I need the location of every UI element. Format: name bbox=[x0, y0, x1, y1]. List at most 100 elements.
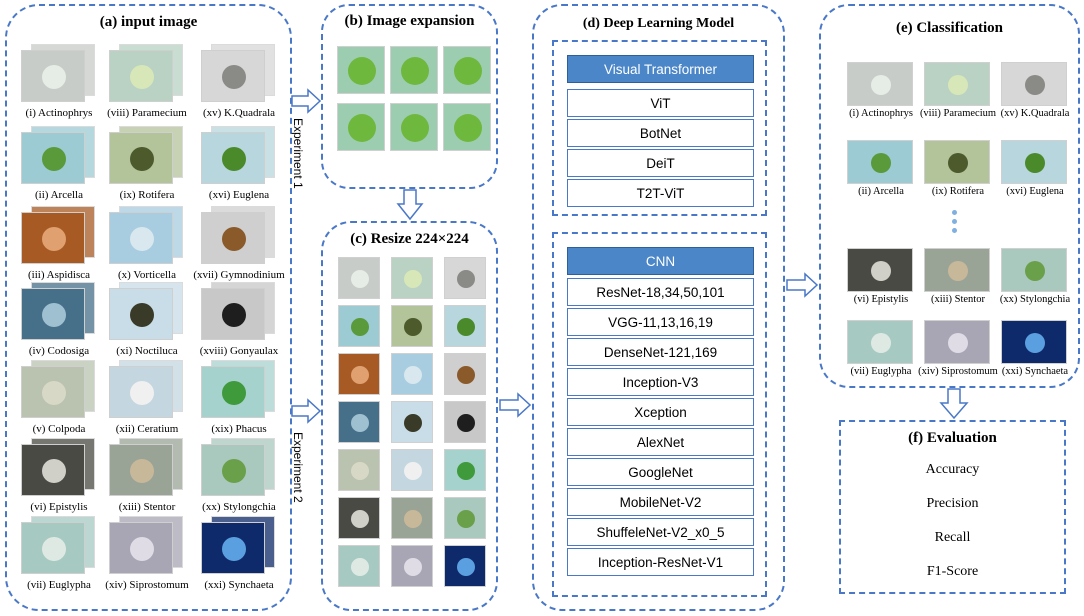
thumbnail-image bbox=[201, 212, 265, 264]
organism-shape bbox=[351, 318, 369, 336]
panel-e-title: (e) Classification bbox=[895, 20, 1004, 36]
specimen-thumbnail bbox=[21, 516, 97, 574]
arrow-a-to-b bbox=[291, 88, 322, 114]
thumbnail-image bbox=[109, 288, 173, 340]
classified-label: (xv) K.Quadrala bbox=[1000, 108, 1070, 119]
specimen-label: (vi) Epistylis bbox=[30, 501, 88, 513]
classified-label: (xiv) Siprostomum bbox=[918, 366, 998, 377]
classified-image bbox=[924, 140, 990, 184]
resized-image bbox=[391, 353, 433, 395]
transformer-model: DeiT bbox=[567, 149, 754, 177]
organism-shape bbox=[222, 227, 246, 251]
organism-shape bbox=[42, 537, 66, 561]
specimen-thumbnail bbox=[201, 516, 277, 574]
thumbnail-image bbox=[109, 50, 173, 102]
resized-image bbox=[338, 401, 380, 443]
specimen-thumbnail bbox=[21, 360, 97, 418]
expanded-image bbox=[443, 46, 491, 94]
organism-shape bbox=[222, 381, 246, 405]
organism-shape bbox=[130, 147, 154, 171]
organism-shape bbox=[948, 333, 968, 353]
organism-shape bbox=[1025, 333, 1045, 353]
expanded-image bbox=[390, 46, 438, 94]
organism-shape bbox=[130, 227, 154, 251]
organism-shape bbox=[222, 65, 246, 89]
specimen-thumbnail bbox=[109, 438, 185, 496]
thumbnail-image bbox=[21, 288, 85, 340]
organism-shape bbox=[454, 114, 482, 142]
classified-label: (vi) Epistylis bbox=[853, 294, 909, 305]
transformer-model: ViT bbox=[567, 89, 754, 117]
organism-shape bbox=[457, 462, 475, 480]
specimen-label: (xix) Phacus bbox=[211, 423, 267, 435]
specimen-thumbnail bbox=[109, 360, 185, 418]
thumbnail-image bbox=[21, 366, 85, 418]
resized-image bbox=[444, 353, 486, 395]
resized-image bbox=[338, 305, 380, 347]
thumbnail-image bbox=[201, 522, 265, 574]
specimen-label: (xx) Stylongchia bbox=[202, 501, 276, 513]
panel-b-title: (b) Image expansion bbox=[344, 13, 475, 29]
cnn-model: Inception-V3 bbox=[567, 368, 754, 396]
visual-transformer-header: Visual Transformer bbox=[567, 55, 754, 83]
cnn-model: GoogleNet bbox=[567, 458, 754, 486]
specimen-label: (ix) Rotifera bbox=[119, 189, 175, 201]
specimen-label: (viii) Paramecium bbox=[107, 107, 187, 119]
panel-image-expansion: (b) Image expansion bbox=[321, 4, 498, 189]
classified-image bbox=[924, 248, 990, 292]
specimen-thumbnail bbox=[109, 126, 185, 184]
classified-image bbox=[847, 320, 913, 364]
classified-image bbox=[1001, 248, 1067, 292]
specimen-label: (i) Actinophrys bbox=[25, 107, 93, 119]
thumbnail-image bbox=[21, 522, 85, 574]
organism-shape bbox=[404, 510, 422, 528]
thumbnail-image bbox=[201, 132, 265, 184]
organism-shape bbox=[42, 459, 66, 483]
specimen-label: (xi) Noctiluca bbox=[116, 345, 178, 357]
resized-image bbox=[338, 353, 380, 395]
cnn-model: VGG-11,13,16,19 bbox=[567, 308, 754, 336]
resized-image bbox=[391, 545, 433, 587]
panel-a-title: (a) input image bbox=[99, 14, 198, 30]
panel-input-image: (a) input image (i) Actinophrys (viii) Pa… bbox=[5, 4, 292, 611]
specimen-label: (xviii) Gonyaulax bbox=[199, 345, 279, 357]
experiment-1-label: Experiment 1 bbox=[291, 118, 305, 189]
organism-shape bbox=[454, 57, 482, 85]
specimen-label: (iv) Codosiga bbox=[28, 345, 90, 357]
specimen-thumbnail bbox=[21, 44, 97, 102]
organism-shape bbox=[404, 558, 422, 576]
classified-label: (ii) Arcella bbox=[858, 186, 904, 197]
specimen-label: (xiv) Siprostomum bbox=[105, 579, 189, 591]
specimen-label: (xvi) Euglena bbox=[208, 189, 270, 201]
classified-label: (xiii) Stentor bbox=[931, 294, 985, 305]
specimen-thumbnail bbox=[201, 206, 277, 264]
ellipsis-dot bbox=[952, 228, 957, 233]
specimen-thumbnail bbox=[21, 206, 97, 264]
specimen-thumbnail bbox=[21, 126, 97, 184]
organism-shape bbox=[351, 366, 369, 384]
arrow-a-to-c bbox=[291, 398, 322, 424]
specimen-label: (xvii) Gymnodinium bbox=[193, 269, 285, 281]
specimen-thumbnail bbox=[109, 282, 185, 340]
organism-shape bbox=[222, 537, 246, 561]
transformer-model: BotNet bbox=[567, 119, 754, 147]
specimen-thumbnail bbox=[201, 438, 277, 496]
thumbnail-image bbox=[109, 444, 173, 496]
resized-image bbox=[444, 545, 486, 587]
thumbnail-image bbox=[201, 50, 265, 102]
organism-shape bbox=[871, 261, 891, 281]
specimen-thumbnail bbox=[109, 44, 185, 102]
organism-shape bbox=[42, 381, 66, 405]
specimen-thumbnail bbox=[109, 206, 185, 264]
organism-shape bbox=[1025, 261, 1045, 281]
classified-image bbox=[847, 62, 913, 106]
specimen-label: (v) Colpoda bbox=[32, 423, 86, 435]
expanded-image bbox=[337, 46, 385, 94]
specimen-label: (vii) Euglypha bbox=[27, 579, 91, 591]
thumbnail-image bbox=[21, 444, 85, 496]
organism-shape bbox=[222, 459, 246, 483]
arrow-c-to-d bbox=[499, 392, 532, 418]
specimen-label: (ii) Arcella bbox=[35, 189, 83, 201]
organism-shape bbox=[457, 366, 475, 384]
